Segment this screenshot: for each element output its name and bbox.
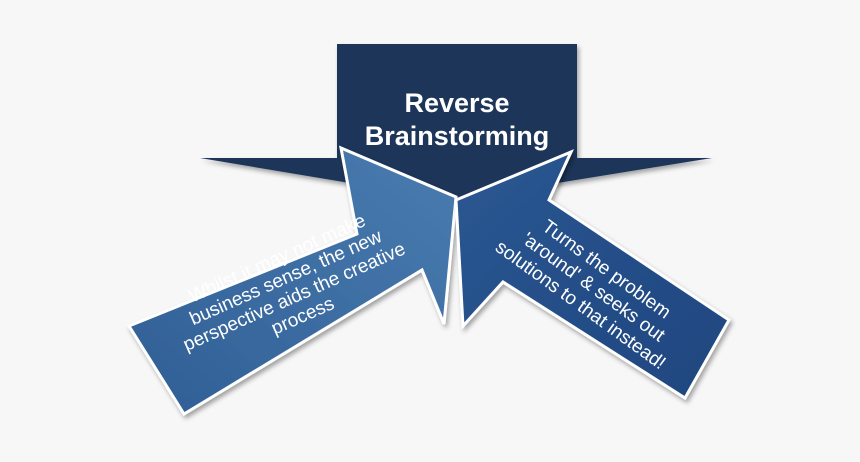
- right-arrow-shape: [454, 149, 731, 401]
- left-arrow-shape: [126, 145, 458, 417]
- central-arrow-shape: [200, 44, 712, 200]
- title-line-1: Reverse: [404, 88, 509, 118]
- title-line-2: Brainstorming: [365, 121, 550, 151]
